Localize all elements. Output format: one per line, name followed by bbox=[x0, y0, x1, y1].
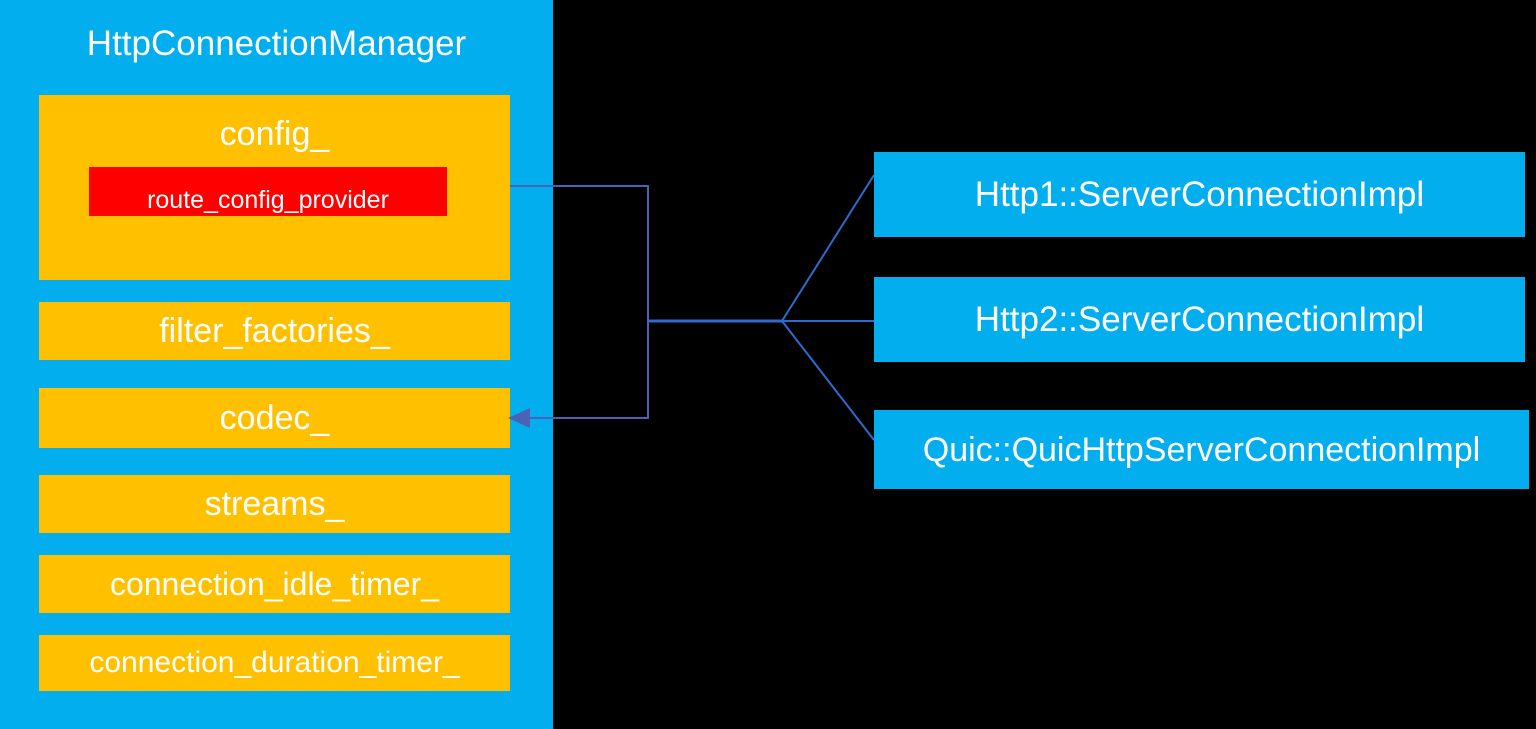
impl-box-http2-server-connection[interactable]: Http2::ServerConnectionImpl bbox=[874, 277, 1525, 362]
connector-hub-to-quic bbox=[781, 320, 875, 441]
impl-label-quic: Quic::QuicHttpServerConnectionImpl bbox=[922, 430, 1481, 469]
member-label-config: config_ bbox=[219, 115, 330, 153]
member-label-connection-duration-timer: connection_duration_timer_ bbox=[89, 646, 460, 679]
member-box-config[interactable]: config_ route_config_provider bbox=[39, 95, 510, 280]
member-box-codec[interactable]: codec_ bbox=[39, 388, 510, 448]
member-box-connection-idle-timer[interactable]: connection_idle_timer_ bbox=[39, 555, 510, 613]
connector-hub-to-http1 bbox=[781, 174, 875, 322]
highlight-label-route-config-provider: route_config_provider bbox=[147, 186, 389, 214]
impl-box-quic-http-server-connection[interactable]: Quic::QuicHttpServerConnectionImpl bbox=[874, 410, 1529, 489]
impl-label-http1: Http1::ServerConnectionImpl bbox=[974, 174, 1425, 214]
member-box-streams[interactable]: streams_ bbox=[39, 475, 510, 533]
impl-box-http1-server-connection[interactable]: Http1::ServerConnectionImpl bbox=[874, 152, 1525, 237]
impl-label-http2: Http2::ServerConnectionImpl bbox=[974, 299, 1425, 339]
member-label-filter-factories: filter_factories_ bbox=[159, 312, 390, 350]
member-label-codec: codec_ bbox=[219, 399, 330, 437]
member-box-filter-factories[interactable]: filter_factories_ bbox=[39, 302, 510, 360]
page-title: HttpConnectionManager bbox=[86, 24, 467, 63]
member-label-streams: streams_ bbox=[204, 485, 345, 523]
member-label-connection-idle-timer: connection_idle_timer_ bbox=[109, 566, 440, 602]
highlight-box-route-config-provider[interactable]: route_config_provider bbox=[89, 167, 447, 216]
member-box-connection-duration-timer[interactable]: connection_duration_timer_ bbox=[39, 635, 510, 691]
